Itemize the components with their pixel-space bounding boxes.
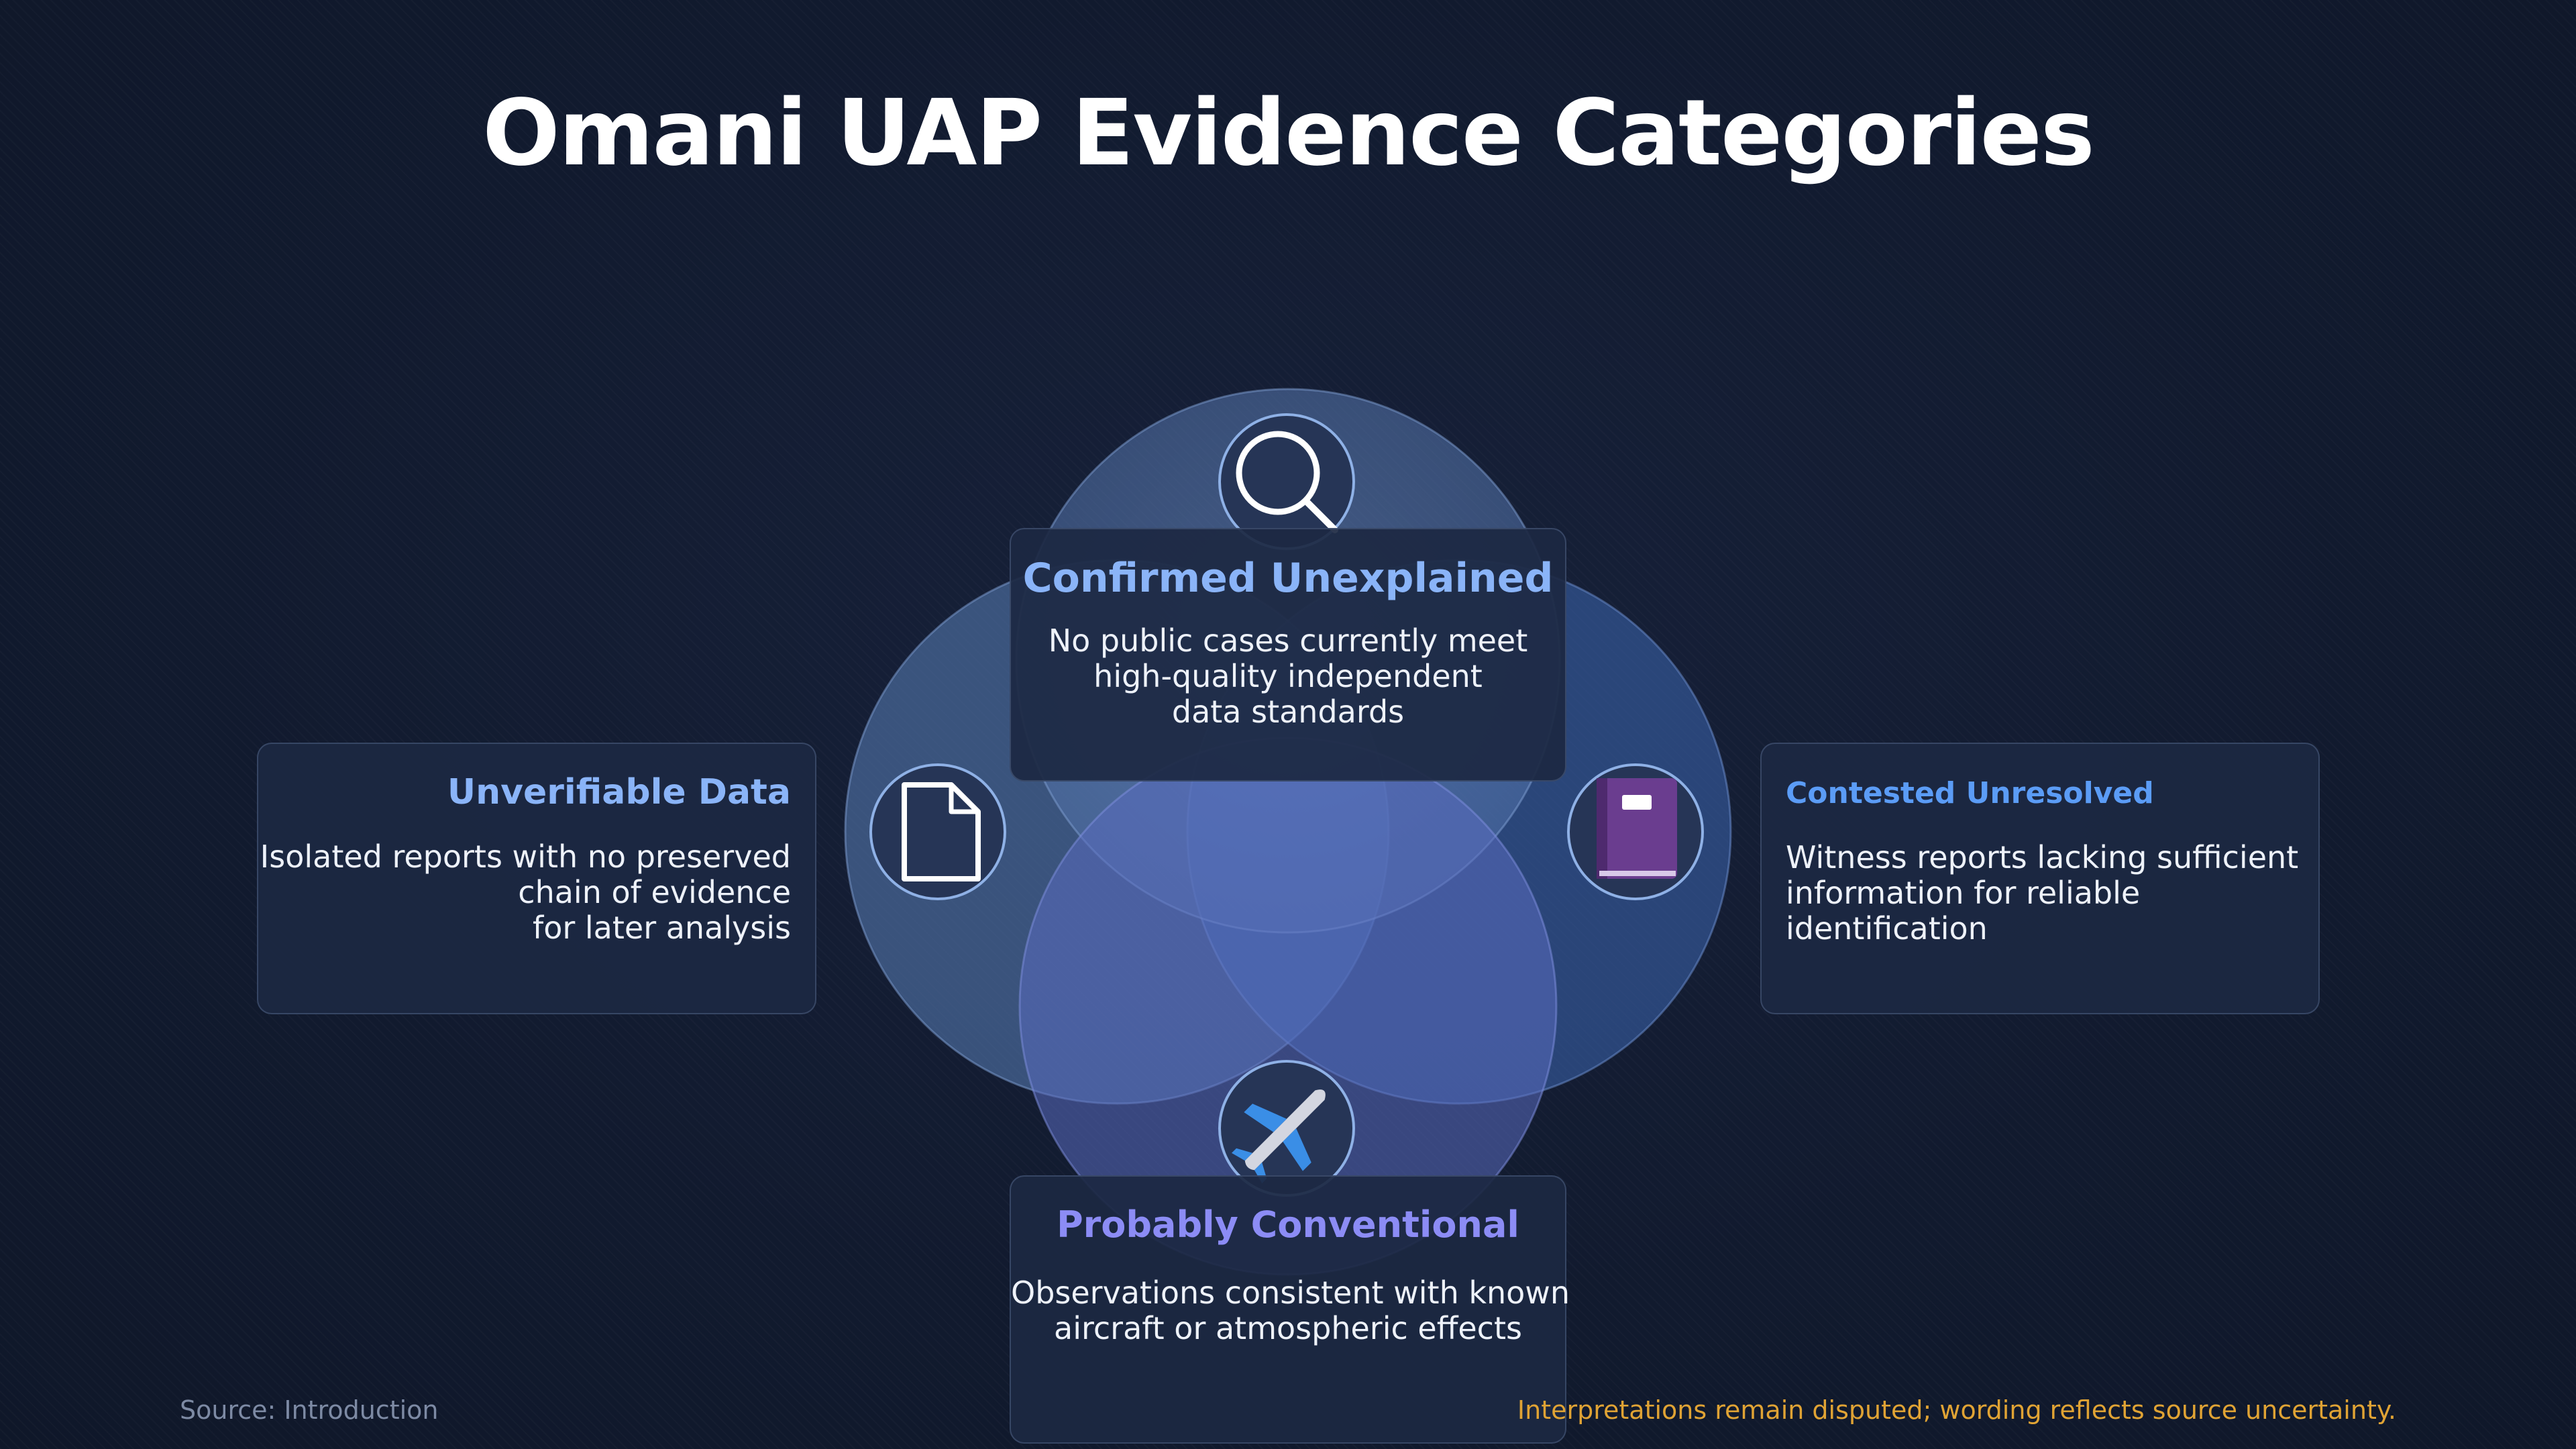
card-line: Witness reports lacking sufficient bbox=[1786, 839, 2299, 875]
card-unverifiable-data: Unverifiable Data Isolated reports with … bbox=[257, 743, 816, 1014]
card-line: Observations consistent with known bbox=[1011, 1275, 1570, 1311]
card-probably-conventional: Probably Conventional Observations consi… bbox=[1010, 1175, 1570, 1444]
card-line: high-quality independent bbox=[1093, 658, 1483, 694]
document-icon bbox=[869, 763, 1006, 900]
card-line: information for reliable bbox=[1786, 875, 2141, 911]
card-description: Observations consistent with known aircr… bbox=[1011, 1275, 1570, 1346]
card-description: Isolated reports with no preserved chain… bbox=[258, 839, 791, 946]
card-line: aircraft or atmospheric effects bbox=[1054, 1310, 1522, 1346]
card-line: chain of evidence bbox=[518, 874, 791, 910]
card-description: No public cases currently meet high-qual… bbox=[1011, 623, 1565, 730]
card-contested-unresolved: Contested Unresolved Witness reports lac… bbox=[1760, 743, 2320, 1014]
airplane-icon bbox=[1218, 1060, 1355, 1197]
card-line: No public cases currently meet bbox=[1048, 623, 1528, 659]
card-line: for later analysis bbox=[533, 910, 791, 946]
notebook-icon bbox=[1567, 763, 1704, 900]
card-heading: Unverifiable Data bbox=[447, 772, 791, 812]
card-line: identification bbox=[1786, 910, 1988, 947]
card-description: Witness reports lacking sufficient infor… bbox=[1786, 840, 2318, 947]
magnifying-glass-icon bbox=[1218, 413, 1355, 550]
source-note: Source: Introduction bbox=[180, 1395, 439, 1425]
card-confirmed-unexplained: Confirmed Unexplained No public cases cu… bbox=[1010, 528, 1566, 782]
card-line: data standards bbox=[1171, 694, 1405, 730]
card-line: Isolated reports with no preserved bbox=[260, 839, 791, 875]
card-heading: Contested Unresolved bbox=[1786, 776, 2154, 810]
disclaimer-note: Interpretations remain disputed; wording… bbox=[1517, 1395, 2396, 1425]
card-heading: Probably Conventional bbox=[1057, 1203, 1519, 1246]
page-title: Omani UAP Evidence Categories bbox=[482, 80, 2095, 186]
card-heading: Confirmed Unexplained bbox=[1022, 555, 1554, 602]
